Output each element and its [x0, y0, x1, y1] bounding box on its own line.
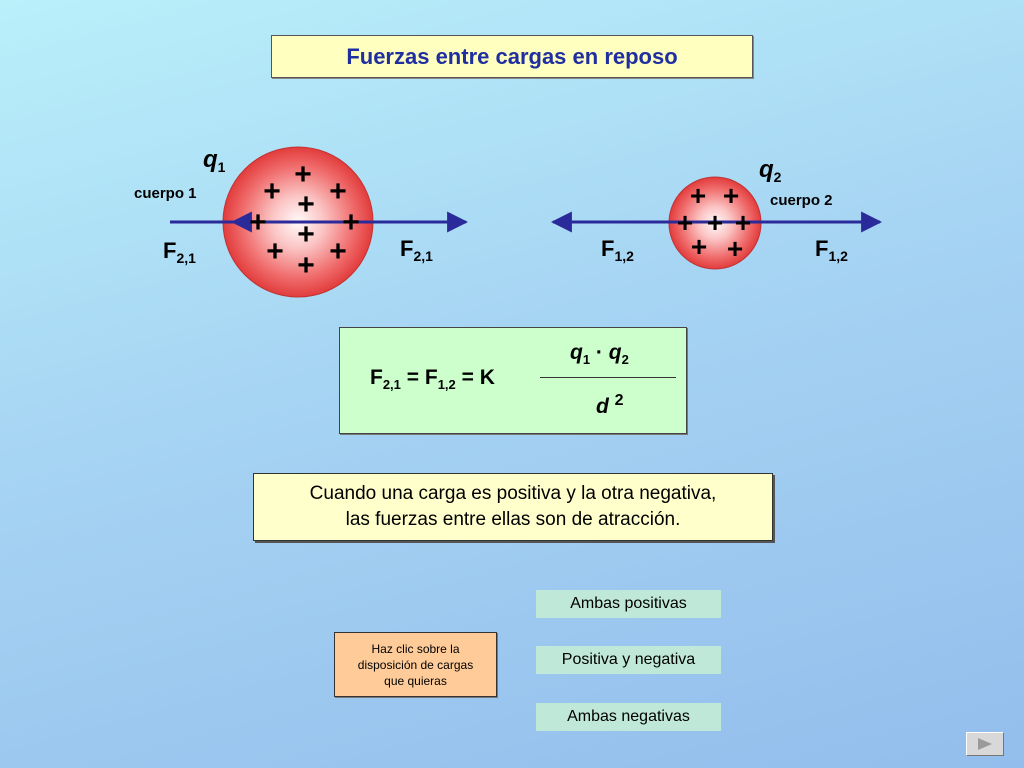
positive-negative-button[interactable]: Positiva y negativa [536, 646, 721, 674]
body1-sign-2: + [263, 175, 281, 208]
triangle-right-icon [978, 738, 992, 750]
formula-f21-index: 2,1 [382, 377, 401, 392]
both-positive-button[interactable]: Ambas positivas [536, 590, 721, 618]
body2-charge-index: 2 [773, 169, 782, 185]
body1-force-right-index: 2,1 [413, 248, 433, 264]
formula-f12: F [424, 366, 438, 389]
body1-sign-4: + [297, 188, 315, 221]
instruction-box: Haz clic sobre la disposición de cargas … [334, 632, 497, 697]
body1-force-right-symbol: F [400, 236, 414, 261]
instruction-line-1: Haz clic sobre la [371, 641, 460, 656]
body2-force-right-symbol: F [815, 236, 829, 261]
message-line-2: las fuerzas entre ellas son de atracción… [345, 509, 681, 530]
instruction-line-3: que quieras [384, 673, 447, 688]
next-slide-button[interactable] [966, 732, 1004, 756]
page-title-text: Fuerzas entre cargas en reposo [346, 43, 678, 69]
message-line-1: Cuando una carga es positiva y la otra n… [309, 483, 717, 504]
body2-charge-symbol: q [759, 156, 774, 183]
body1-charge-index: 1 [217, 159, 226, 175]
formula-numerator: q1 · q2 [570, 341, 629, 367]
body1-name-label: cuerpo 1 [134, 185, 197, 202]
formula-equals: = [406, 366, 420, 389]
body2-sign-7: + [727, 233, 743, 264]
body1-charge-label: q1 [203, 146, 225, 175]
body1-sign-9: + [329, 235, 347, 268]
numerator-q1-index: 1 [582, 352, 591, 367]
body1-sign-8: + [266, 235, 284, 268]
both-negative-button[interactable]: Ambas negativas [536, 703, 721, 731]
body1-force-left-label: F2,1 [163, 238, 196, 266]
body2-sign-1: + [690, 180, 706, 211]
numerator-q2-index: 2 [621, 352, 629, 367]
attraction-message-box: Cuando una carga es positiva y la otra n… [253, 473, 773, 541]
numerator-q2: q [608, 341, 622, 364]
formula-f21: F [370, 366, 383, 389]
body2-sign-3: + [677, 207, 693, 238]
body2-sign-5: + [735, 207, 751, 238]
body1-sign-7: + [297, 218, 315, 251]
instruction-line-2: disposición de cargas [357, 657, 474, 672]
fraction-line [540, 377, 676, 378]
body1-sign-6: + [342, 206, 360, 239]
formula-k: = K [461, 366, 495, 389]
numerator-dot: · [595, 341, 603, 364]
body2-force-left-symbol: F [601, 236, 615, 261]
body2-force-right-label: F1,2 [815, 236, 848, 264]
numerator-q1: q [570, 341, 583, 364]
body2-force-left-label: F1,2 [601, 236, 634, 264]
body2-sign-2: + [723, 180, 739, 211]
body2-charge-label: q2 [759, 156, 781, 185]
page-title: Fuerzas entre cargas en reposo [271, 35, 753, 78]
body1-charge-symbol: q [203, 146, 218, 173]
body2-sign-4: + [707, 207, 723, 238]
denominator-exponent: 2 [614, 392, 624, 409]
body1-sign-1: + [294, 158, 312, 191]
body1-sign-3: + [329, 175, 347, 208]
denominator-d: d [596, 395, 609, 418]
body1-force-right-label: F2,1 [400, 236, 433, 264]
body2-name-label: cuerpo 2 [770, 192, 833, 209]
formula-f12-index: 1,2 [437, 377, 456, 392]
body2-force-left-index: 1,2 [614, 248, 634, 264]
body1-sign-10: + [297, 249, 315, 282]
coulomb-formula-box: F2,1 = F1,2 = K q1 · q2 d 2 [339, 327, 687, 434]
body1-force-left-index: 2,1 [176, 250, 196, 266]
formula-denominator: d 2 [596, 392, 624, 419]
formula-left-side: F2,1 = F1,2 = K [370, 366, 495, 392]
body2-force-right-index: 1,2 [828, 248, 848, 264]
body1-sign-5: + [249, 206, 267, 239]
body1-force-left-symbol: F [163, 238, 177, 263]
body2-sign-6: + [691, 231, 707, 262]
